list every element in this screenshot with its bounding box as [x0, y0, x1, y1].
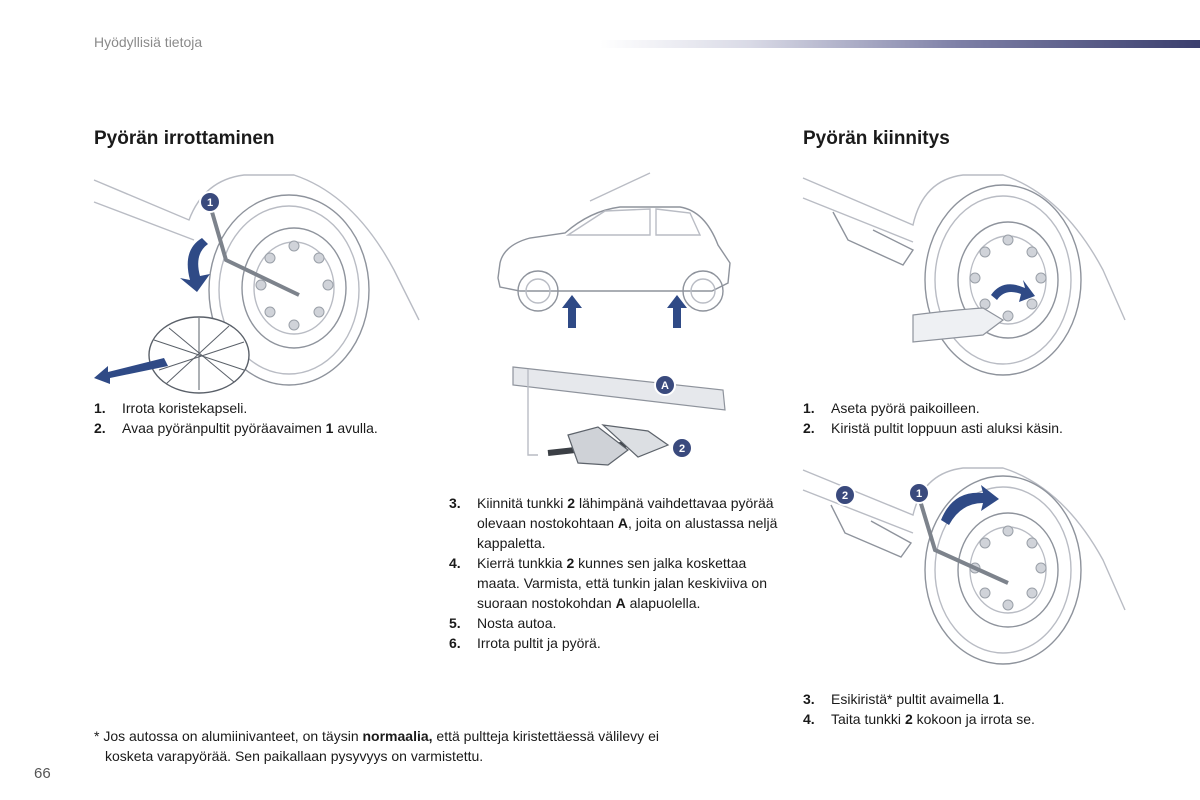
step-item: 3. Kiinnitä tunkki 2 lähimpänä vaihdettav…	[449, 493, 779, 553]
illustration-wheel-mounting-hand	[802, 174, 1126, 376]
step-text: alapuolella.	[625, 595, 701, 611]
step-reference: A	[615, 595, 626, 611]
step-text: Taita tunkki	[831, 711, 905, 727]
step-item: 2. Avaa pyöränpultit pyöräavaimen 1 avull…	[94, 418, 434, 438]
step-number: 4.	[449, 555, 461, 571]
step-text: avulla.	[333, 420, 378, 436]
badge-1-mounting: 1	[916, 488, 922, 500]
illustration-wheel-removal: 1	[93, 174, 420, 394]
step-text: Irrota koristekapseli.	[122, 400, 248, 416]
step-text: Aseta pyörä paikoilleen.	[831, 400, 980, 416]
step-text: .	[1000, 691, 1005, 707]
footnote-line-2: kosketa varapyörää. Sen paikallaan pysyv…	[105, 748, 484, 764]
step-number: 2.	[803, 420, 815, 436]
footnote-text-start: * Jos autossa on alumiinivanteet, on täy…	[94, 728, 363, 744]
illustration-wheel-tightening: 2 1	[802, 467, 1126, 665]
step-text: Esikiristä* pultit avaimella	[831, 691, 993, 707]
header-gradient-bar	[600, 40, 1200, 48]
step-number: 3.	[803, 691, 815, 707]
step-item: 5. Nosta autoa.	[449, 613, 779, 633]
step-number: 2.	[94, 420, 106, 436]
footnote-text-end: että pultteja kiristettäessä välilevy ei	[432, 728, 659, 744]
step-item: 2. Kiristä pultit loppuun asti aluksi käs…	[803, 418, 1143, 438]
step-text: Irrota pultit ja pyörä.	[477, 635, 601, 651]
section-title-removal: Pyörän irrottaminen	[94, 128, 275, 149]
illustration-car-lift-points	[497, 172, 731, 328]
step-item: 1. Irrota koristekapseli.	[94, 398, 434, 418]
step-number: 1.	[803, 400, 815, 416]
badge-2-mounting: 2	[842, 490, 848, 502]
step-text: Nosta autoa.	[477, 615, 557, 631]
step-number: 5.	[449, 615, 461, 631]
step-item: 1. Aseta pyörä paikoilleen.	[803, 398, 1143, 418]
badge-2-jack: 2	[679, 443, 685, 455]
footnote: * Jos autossa on alumiinivanteet, on täy…	[94, 726, 734, 766]
step-item: 4. Taita tunkki 2 kokoon ja irrota se.	[803, 709, 1143, 729]
step-text: kokoon ja irrota se.	[912, 711, 1035, 727]
step-text: , joita on alustassa neljä kappaletta.	[477, 515, 778, 551]
section-title-mounting: Pyörän kiinnitys	[803, 128, 950, 149]
step-item: 4. Kierrä tunkkia 2 kunnes sen jalka kosk…	[449, 553, 779, 613]
steps-list-mounting-bottom: 3. Esikiristä* pultit avaimella 1. 4. Taita…	[803, 689, 1143, 729]
badge-a: A	[661, 380, 669, 392]
step-text: Kiristä pultit loppuun asti aluksi käsin…	[831, 420, 1063, 436]
steps-list-removal: 1. Irrota koristekapseli. 2. Avaa pyöränpul…	[94, 398, 434, 438]
step-text: kunnes sen jalka koskettaa maata. Varmis…	[477, 555, 767, 611]
step-reference: A	[617, 515, 629, 531]
step-reference: 2	[567, 495, 576, 511]
step-text: lähimpänä vaihdettavaa pyörää olevaan no…	[477, 495, 774, 531]
illustration-jack: A 2	[512, 366, 726, 466]
step-number: 3.	[449, 495, 461, 511]
badge-1-removal: 1	[207, 197, 213, 209]
step-number: 4.	[803, 711, 815, 727]
step-number: 1.	[94, 400, 106, 416]
footnote-bold: normaalia,	[362, 728, 433, 744]
step-text: Kierrä tunkkia	[477, 555, 567, 571]
step-reference: 2	[566, 555, 575, 571]
step-number: 6.	[449, 635, 461, 651]
step-reference: 1	[325, 420, 334, 436]
step-text: Avaa pyöränpultit pyöräavaimen	[122, 420, 326, 436]
steps-list-jack: 3. Kiinnitä tunkki 2 lähimpänä vaihdettav…	[449, 493, 779, 653]
step-item: 3. Esikiristä* pultit avaimella 1.	[803, 689, 1143, 709]
step-item: 6. Irrota pultit ja pyörä.	[449, 633, 779, 653]
steps-list-mounting-top: 1. Aseta pyörä paikoilleen. 2. Kiristä pult…	[803, 398, 1143, 438]
running-header: Hyödyllisiä tietoja	[94, 34, 203, 50]
step-text: Kiinnitä tunkki	[477, 495, 568, 511]
page-number: 66	[34, 765, 51, 782]
step-reference: 2	[904, 711, 913, 727]
step-reference: 1	[992, 691, 1001, 707]
